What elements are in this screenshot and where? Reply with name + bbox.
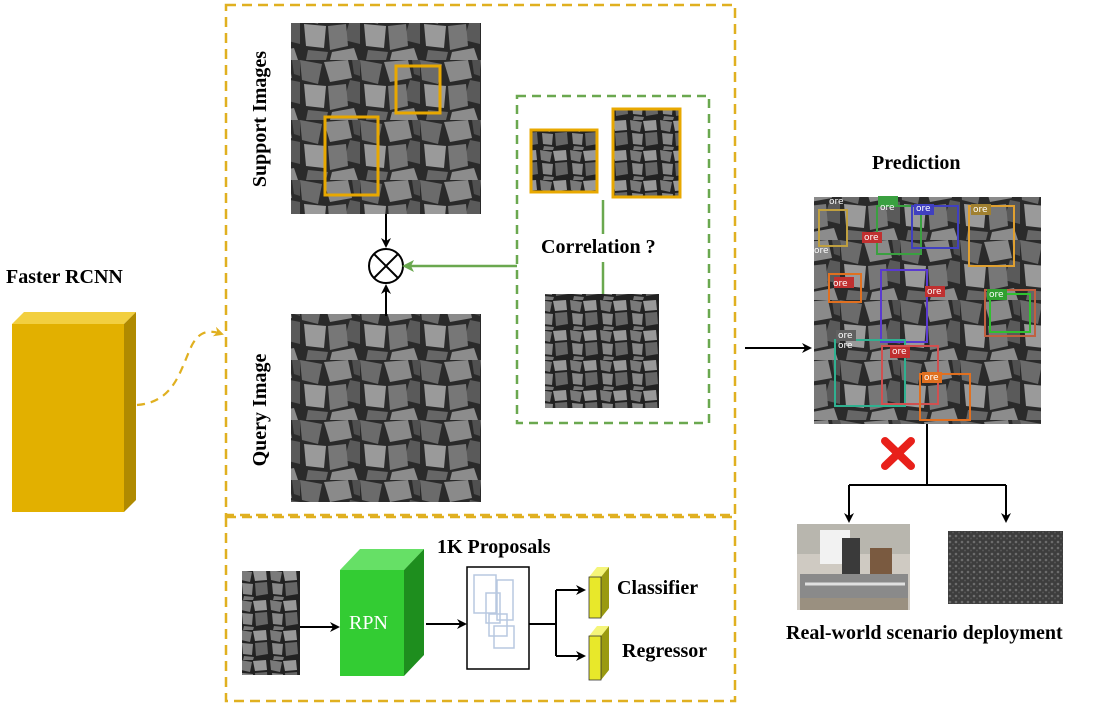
correlation-label: Correlation ? (541, 236, 656, 258)
ore-tag: ore (829, 197, 844, 207)
ore-tag: ore (973, 205, 988, 215)
support-crop-2 (611, 107, 682, 199)
support-crop-1 (529, 128, 599, 194)
rpn-label: RPN (349, 612, 388, 634)
ore-tag: ore (892, 347, 907, 357)
rpn-box (224, 515, 737, 703)
query-image (291, 314, 481, 502)
classifier-label: Classifier (617, 577, 699, 599)
ore-tag: ore (838, 341, 853, 351)
rpn-block (340, 549, 424, 676)
classifier-block (588, 567, 609, 619)
ore-tag: ore (833, 279, 848, 289)
ore-tag: ore (880, 203, 895, 213)
faster-rcnn-connector (136, 326, 224, 407)
query-image-label: Query Image (249, 353, 271, 467)
proposals-label: 1K Proposals (437, 536, 551, 558)
faster-rcnn-block (12, 312, 136, 512)
prediction-image (814, 196, 1041, 424)
ore-tag: ore (916, 204, 931, 214)
meta-learning-box (224, 3, 737, 517)
correlation-box (515, 94, 711, 425)
combine-operator-icon (368, 248, 404, 284)
support-image (291, 23, 481, 214)
ore-tag: ore (864, 233, 879, 243)
ore-tag: ore (927, 287, 942, 297)
ore-tag: ore (989, 290, 1004, 300)
rpn-input-image (242, 571, 300, 675)
faster-rcnn-title: Faster RCNN (6, 266, 123, 288)
ore-tag: ore (924, 373, 939, 383)
ore-tag: ore (838, 331, 853, 341)
fail-cross-icon (881, 437, 915, 470)
ore-tag: ore (814, 246, 829, 256)
deployment-photo-machine (797, 524, 910, 610)
deployment-label: Real-world scenario deployment (786, 622, 1063, 644)
proposals-panel (466, 566, 530, 670)
correlation-query-image (545, 294, 659, 408)
prediction-title: Prediction (872, 152, 961, 174)
regressor-block (588, 626, 609, 681)
deployment-photo-ore-bed (948, 531, 1063, 604)
support-images-label: Support Images (249, 50, 271, 188)
regressor-label: Regressor (622, 640, 708, 662)
